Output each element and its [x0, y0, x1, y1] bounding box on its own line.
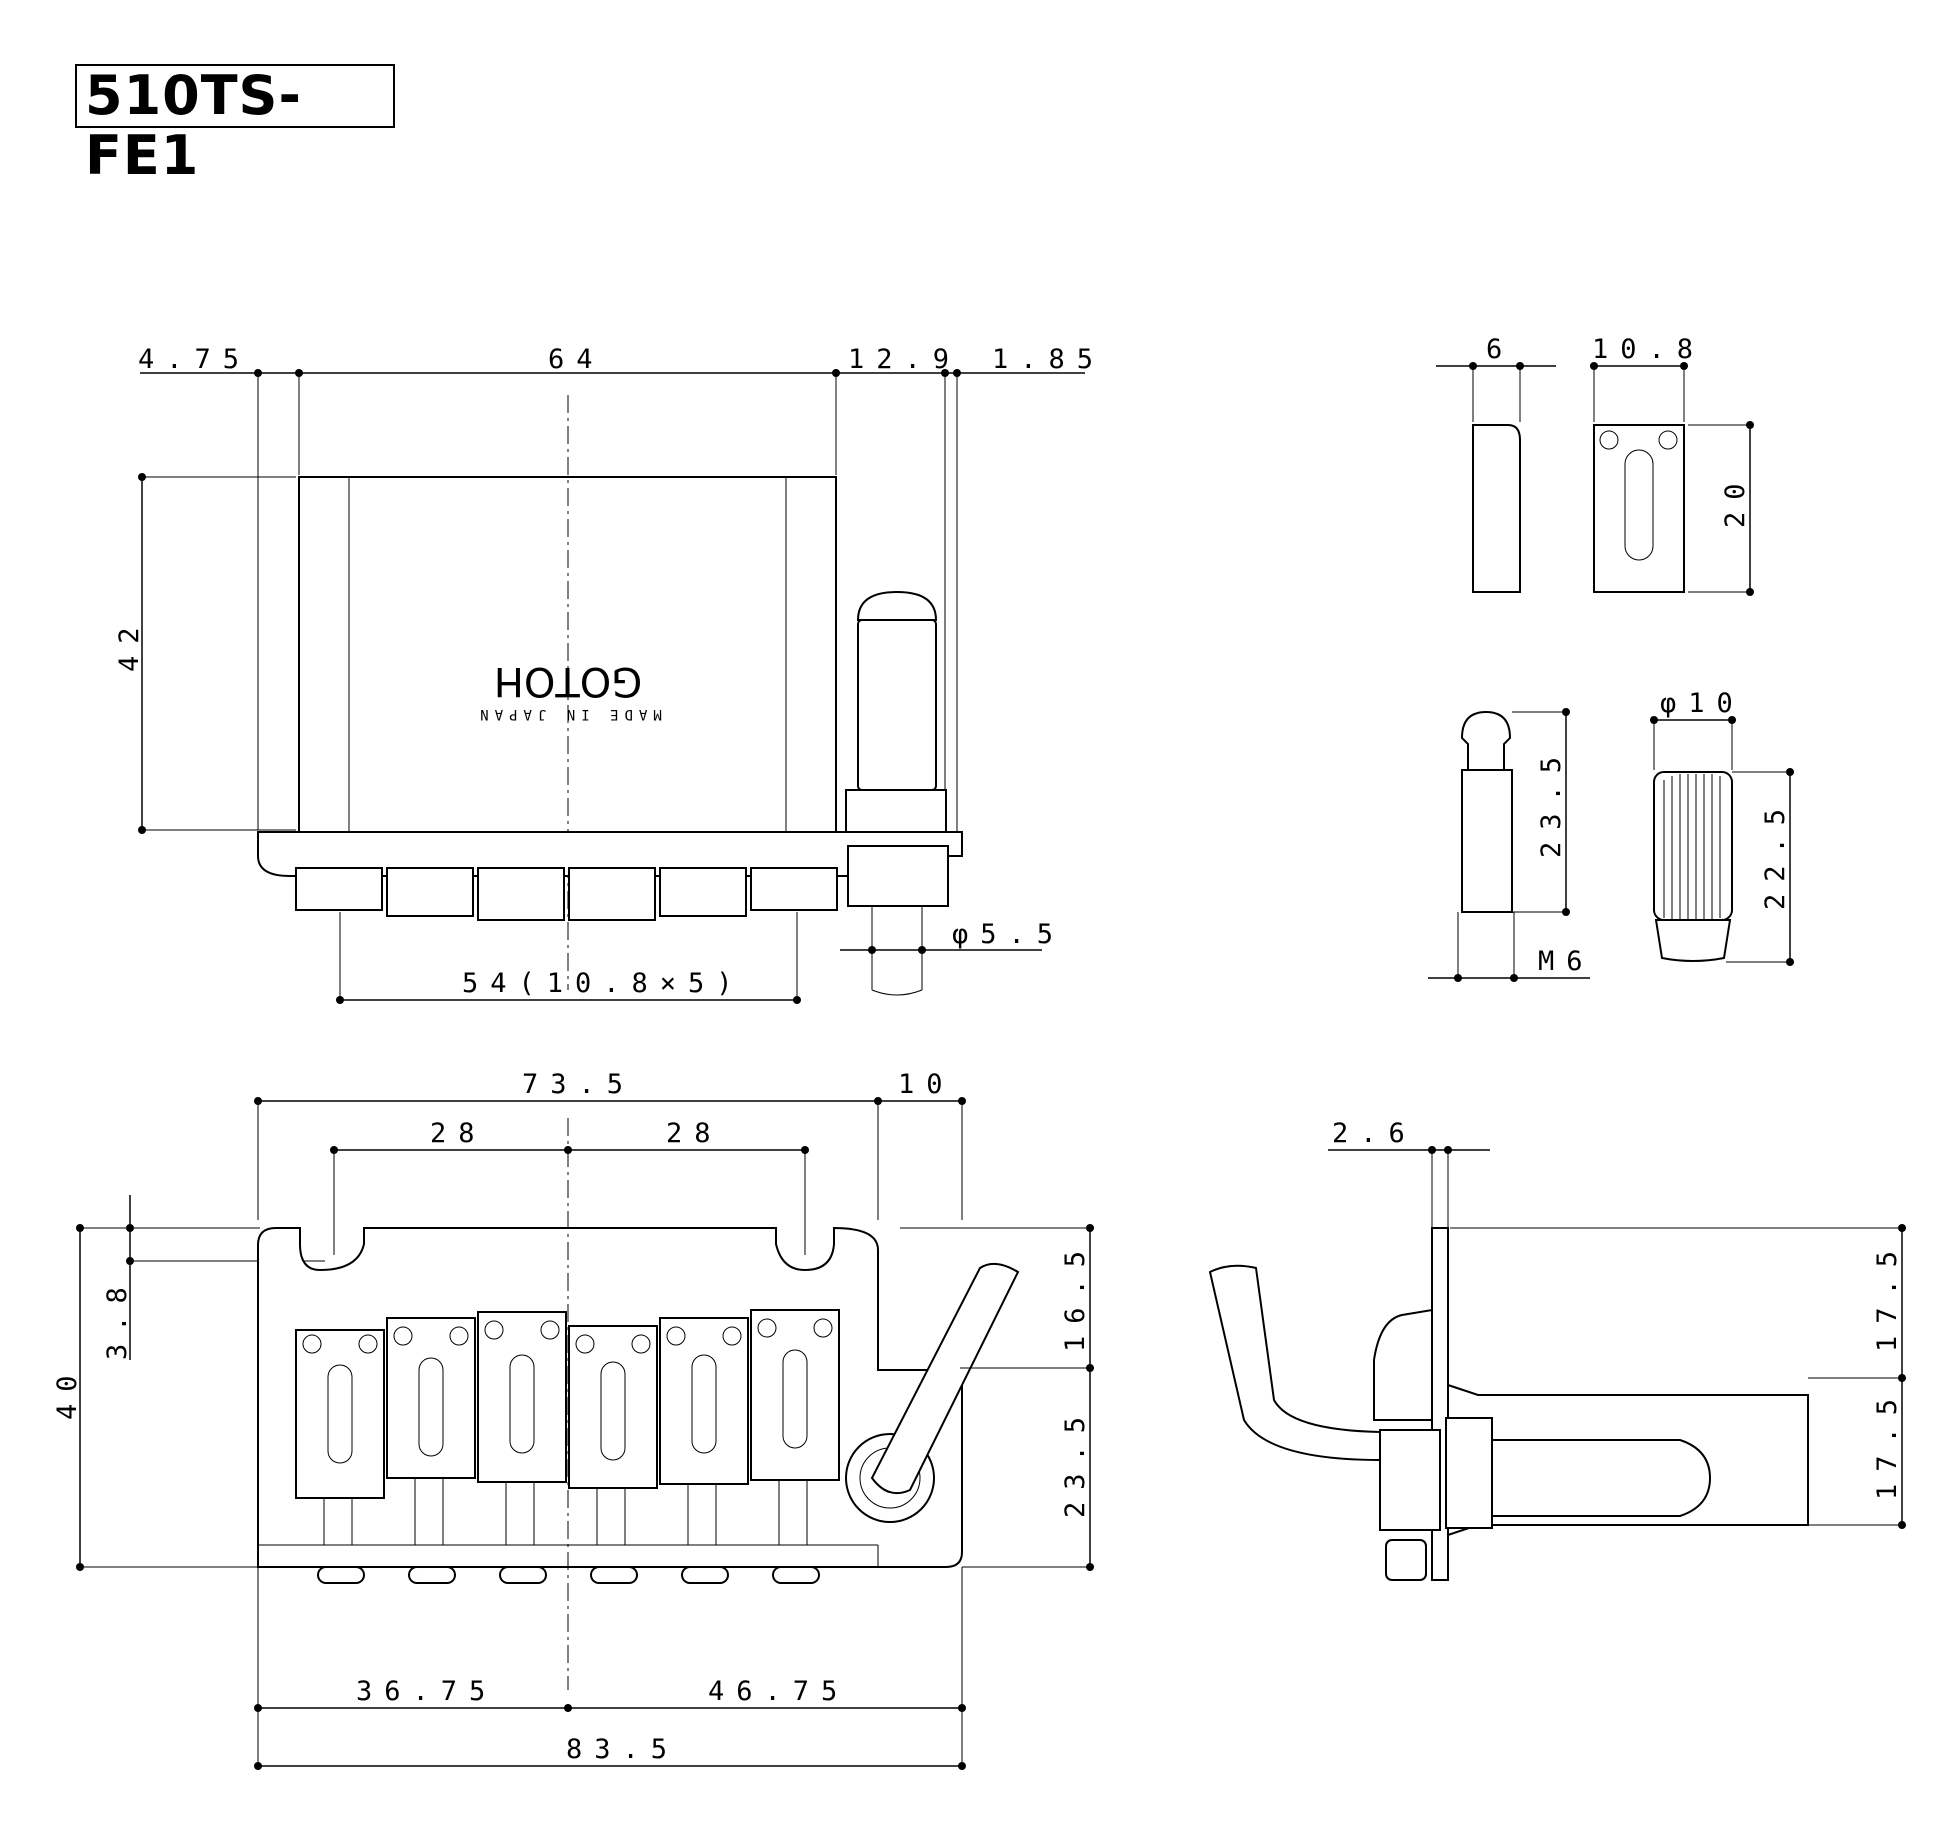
- dim-22.5: 22.5: [1760, 797, 1791, 910]
- dim-phi10: φ10: [1660, 688, 1745, 719]
- side-view: 2.6 17.5 17.5: [1208, 1118, 1906, 1581]
- svg-text:MADE IN JAPAN: MADE IN JAPAN: [474, 706, 662, 722]
- dim-40: 40: [52, 1363, 83, 1420]
- dim-54: 54(10.8×5): [462, 968, 745, 999]
- dim-42: 42: [114, 615, 145, 672]
- dim-36.75: 36.75: [356, 1676, 497, 1707]
- saddles-front: [295, 1309, 840, 1584]
- dim-1.85: 1.85: [992, 344, 1105, 375]
- dim-28-right: 28: [666, 1118, 723, 1149]
- dim-23.5-post: 23.5: [1536, 745, 1567, 858]
- top-view: 4.75 64 12.9 1.85 42 GOTOH MADE IN JAPAN: [114, 344, 1105, 1004]
- dim-2.6: 2.6: [1332, 1118, 1417, 1149]
- dim-3.8: 3.8: [102, 1275, 133, 1360]
- dim-64: 64: [548, 344, 605, 375]
- dim-73.5: 73.5: [522, 1069, 635, 1100]
- saddles-top: [295, 867, 838, 921]
- saddle-detail: 6 10.8 20 M6 23.5 φ10: [1428, 334, 1794, 982]
- dim-46.75: 46.75: [708, 1676, 849, 1707]
- part-number-title: 510TS-FE1: [75, 64, 395, 186]
- dim-phi5.5: φ5.5: [952, 919, 1065, 950]
- dim-83.5: 83.5: [566, 1734, 679, 1765]
- front-view: 73.5 10 28 28 40 3.8: [52, 1069, 1094, 1770]
- svg-text:GOTOH: GOTOH: [494, 658, 642, 704]
- dim-4.75: 4.75: [138, 344, 251, 375]
- gotoh-logo: GOTOH MADE IN JAPAN: [474, 658, 662, 722]
- dim-23.5-front: 23.5: [1060, 1405, 1091, 1518]
- dim-M6: M6: [1538, 946, 1595, 977]
- dim-12.9: 12.9: [848, 344, 961, 375]
- dim-16.5: 16.5: [1060, 1239, 1091, 1352]
- dim-10: 10: [898, 1069, 955, 1100]
- dim-17.5-upper: 17.5: [1872, 1239, 1903, 1352]
- dim-10.8: 10.8: [1592, 334, 1705, 365]
- dim-20: 20: [1720, 471, 1751, 528]
- dim-17.5-lower: 17.5: [1872, 1387, 1903, 1500]
- dim-28-left: 28: [430, 1118, 487, 1149]
- dim-6: 6: [1486, 334, 1514, 365]
